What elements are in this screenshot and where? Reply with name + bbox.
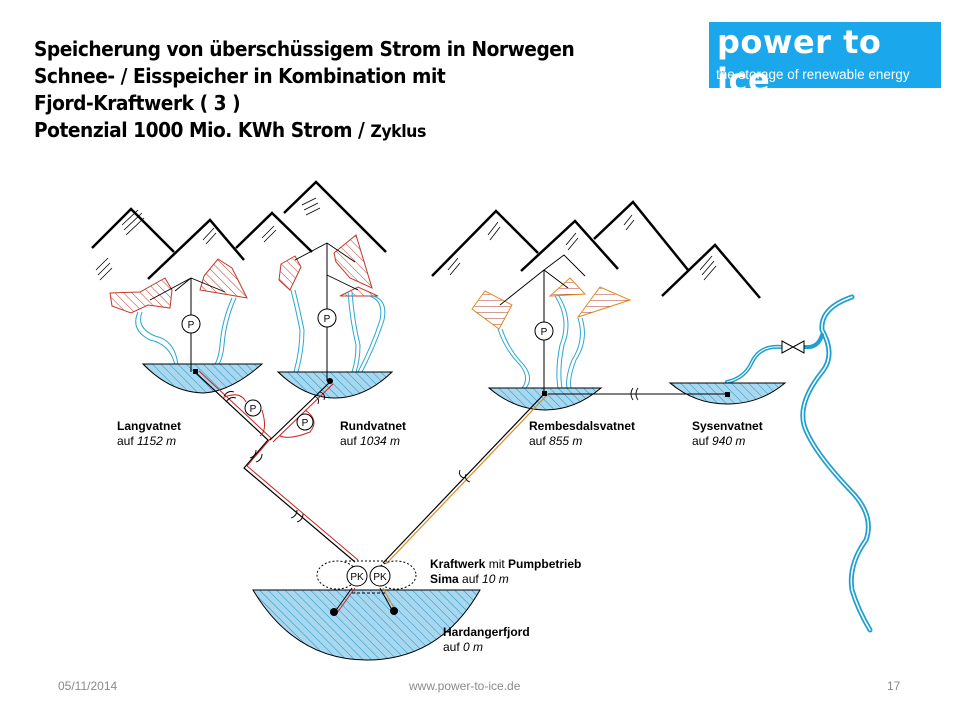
altitude-value: 855 m: [549, 434, 583, 448]
lake-altitude: auf 940 m: [692, 434, 745, 448]
fjord-name: Hardangerfjord: [443, 625, 530, 639]
lake-altitude: auf 855 m: [529, 434, 582, 448]
lake-altitude: auf 1152 m: [117, 434, 176, 448]
title-line-3: Fjord-Kraftwerk ( 3 ): [34, 91, 241, 115]
lake-name: Rundvatnet: [340, 419, 406, 433]
turbine-icon: [369, 565, 391, 587]
title-line-2: Schnee- / Eisspeicher in Kombination mit: [34, 64, 446, 88]
title-line-4-suffix: Zyklus: [370, 122, 426, 142]
mountains-right: [431, 200, 761, 299]
title-line-4-main: Potenzial 1000 Mio. KWh Strom /: [34, 118, 371, 142]
power-plant: [316, 560, 417, 614]
turbine-icon: [346, 565, 368, 587]
intake-points: [330, 607, 398, 616]
fjord-label: Hardangerfjord auf 0 m: [443, 625, 530, 655]
altitude-prefix: auf: [529, 434, 550, 448]
pipeline-left: [195, 370, 359, 563]
altitude-prefix: auf: [340, 434, 361, 448]
plant-name-part: Pumpbetrieb: [508, 557, 582, 571]
lakes: [141, 363, 787, 661]
footer-date: 05/11/2014: [58, 679, 118, 693]
altitude-prefix: auf: [458, 572, 483, 586]
lake-label-langvatnet: Langvatnet auf 1152 m: [117, 419, 181, 449]
lake-name: Langvatnet: [117, 419, 182, 433]
snow-storage-rundvatnet: [278, 234, 379, 297]
pump-label: P: [188, 320, 195, 331]
plant-site-name: Sima: [430, 572, 459, 586]
turbine-label: PK: [350, 572, 364, 583]
altitude-value: 1152 m: [137, 434, 177, 448]
altitude-value: 1034 m: [360, 434, 401, 448]
footer-page-number: 17: [887, 679, 901, 693]
pipe-break-symbols: [223, 387, 639, 523]
glacier-streams: [135, 289, 585, 389]
title-line-1: Speicherung von überschüssigem Strom in …: [34, 37, 575, 61]
mountain-shading-left: [95, 197, 321, 281]
lake-label-rundvatnet: Rundvatnet auf 1034 m: [340, 419, 406, 449]
river: [725, 294, 873, 633]
altitude-prefix: auf: [117, 434, 138, 448]
footer-url[interactable]: www.power-to-ice.de: [409, 679, 521, 693]
pump-label: P: [250, 404, 257, 415]
pump-label: P: [324, 314, 331, 325]
pump-icon-langvatnet: [181, 314, 201, 334]
plant-name-part: Kraftwerk: [430, 557, 486, 571]
pump-icon-rundvatnet: [317, 308, 337, 328]
altitude-value: 10 m: [482, 572, 509, 586]
logo-tagline: the storage of renewable energy: [716, 67, 910, 82]
pump-icon-rembesdalsvatnet: [534, 321, 554, 341]
pump-columns: [181, 243, 554, 394]
lake-hardangerfjord: [252, 589, 481, 661]
lake-name: Rembesdalsvatnet: [529, 419, 636, 433]
title-line-4: Potenzial 1000 Mio. KWh Strom / Zyklus: [34, 117, 574, 146]
altitude-prefix: auf: [443, 640, 464, 654]
valve-icon: [781, 340, 805, 354]
lake-label-sysenvatnet: Sysenvatnet auf 940 m: [692, 419, 763, 449]
altitude-value: 940 m: [712, 434, 746, 448]
mountain-shading-right: [447, 214, 717, 281]
turbine-label: PK: [373, 572, 387, 583]
power-to-ice-logo: power to ice the storage of renewable en…: [709, 22, 941, 99]
lake-rundvatnet: [276, 371, 394, 399]
lake-name: Sysenvatnet: [692, 419, 763, 433]
plant-name: Kraftwerk mit Pumpbetrieb: [430, 557, 581, 572]
pipe-endpoints: [193, 369, 730, 397]
mountains-left: [91, 180, 387, 280]
lake-altitude: auf 1034 m: [340, 434, 400, 448]
pipe-pumps-left: [244, 399, 314, 431]
pump-label: P: [302, 418, 309, 429]
logo-brand: power to ice: [717, 23, 882, 99]
snow-storage-rembesdalsvatnet: [471, 277, 632, 330]
fjord-altitude: auf 0 m: [443, 640, 483, 654]
altitude-prefix: auf: [692, 434, 713, 448]
lake-label-rembesdalsvatnet: Rembesdalsvatnet auf 855 m: [529, 419, 635, 449]
slide-title: Speicherung von überschüssigem Strom in …: [34, 36, 575, 146]
plant-name-part: mit: [485, 557, 509, 571]
plant-site: Sima auf 10 m: [430, 572, 581, 587]
pump-label: P: [541, 327, 548, 338]
snow-storage-langvatnet: [109, 258, 248, 314]
altitude-value: 0 m: [463, 640, 484, 654]
plant-label: Kraftwerk mit Pumpbetrieb Sima auf 10 m: [430, 557, 581, 587]
